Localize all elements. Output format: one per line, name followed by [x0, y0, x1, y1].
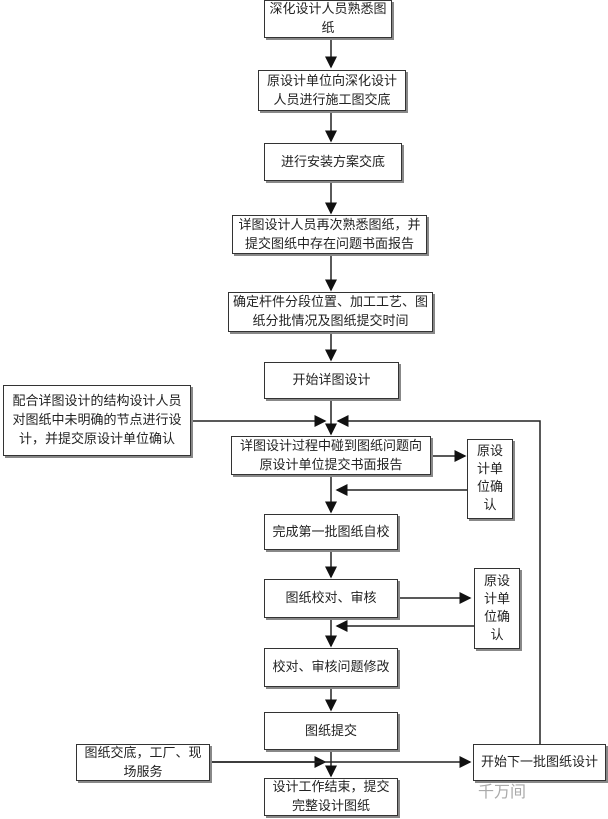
watermark: 千万间 — [478, 782, 527, 801]
node-self-check: 完成第一批图纸自校 — [264, 514, 398, 550]
node-start-detail: 开始详图设计 — [264, 362, 399, 399]
node-refamiliarize: 详图设计人员再次熟悉图纸，并提交图纸中存在问题书面报告 — [232, 215, 427, 254]
node-next-batch: 开始下一批图纸设计 — [473, 744, 606, 781]
node-handover: 原设计单位向深化设计人员进行施工图交底 — [258, 70, 406, 111]
node-proofread: 图纸校对、审核 — [264, 579, 398, 618]
node-determine: 确定杆件分段位置、加工工艺、图纸分批情况及图纸提交时间 — [228, 292, 433, 332]
node-finish: 设计工作结束，提交完整设计图纸 — [264, 778, 398, 816]
node-install-plan: 进行安装方案交底 — [264, 143, 402, 181]
node-revise: 校对、审核问题修改 — [264, 648, 398, 687]
node-familiarize: 深化设计人员熟悉图纸 — [264, 0, 392, 38]
node-confirm-1: 原设计单位确认 — [467, 439, 513, 519]
node-problem-report: 详图设计过程中碰到图纸问题向原设计单位提交书面报告 — [231, 436, 431, 475]
node-service: 图纸交底，工厂、现场服务 — [76, 744, 210, 781]
node-structural: 配合详图设计的结构设计人员对图纸中未明确的节点进行设计，并提交原设计单位确认 — [3, 385, 191, 456]
node-submit: 图纸提交 — [264, 712, 398, 750]
node-confirm-2: 原设计单位确认 — [474, 568, 520, 649]
